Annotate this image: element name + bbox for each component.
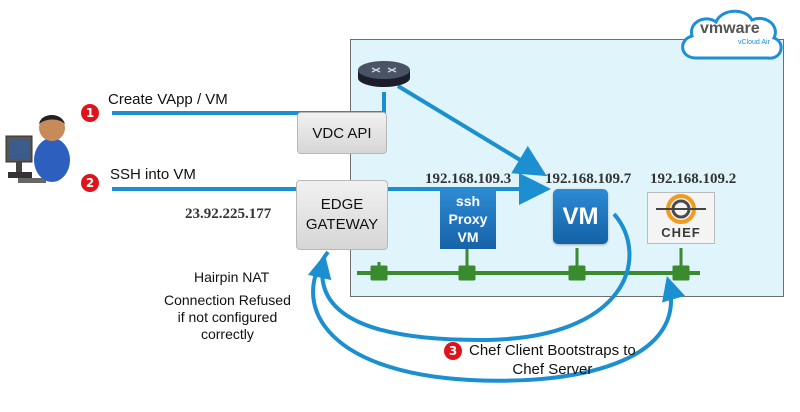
vcloud-cloud-icon	[681, 9, 783, 60]
step-3-label: Chef Client Bootstraps to Chef Server	[469, 342, 636, 378]
router-icon	[358, 61, 410, 87]
ssh-proxy-vm-box: ssh Proxy VM	[440, 189, 496, 249]
vm-ip-label: 192.168.109.7	[545, 171, 632, 187]
vcloud-panel	[350, 39, 784, 297]
public-ip-label: 23.92.225.177	[185, 206, 272, 222]
edge-gateway-label: EDGE GATEWAY	[305, 196, 379, 233]
vm-box: VM	[553, 189, 608, 244]
chef-logo-icon	[656, 194, 706, 224]
hairpin-nat-label: Hairpin NAT	[194, 269, 270, 285]
step-2-label: SSH into VM	[110, 166, 196, 183]
chef-label: CHEF	[661, 225, 701, 240]
step-1-label: Create VApp / VM	[108, 91, 228, 108]
network-taps	[370, 248, 690, 281]
ssh-proxy-ip-label: 192.168.109.3	[425, 171, 512, 187]
vmware-logo-text: vmware	[700, 20, 760, 37]
hairpin-loop-inner	[307, 212, 632, 343]
step-1-marker: 1	[81, 104, 99, 122]
step-3-marker: 3	[444, 342, 462, 360]
ssh-proxy-vm-label: ssh Proxy VM	[448, 193, 488, 245]
user-at-computer-icon	[5, 115, 70, 183]
router-to-vm-arrow	[396, 84, 547, 177]
vdc-api-box: VDC API	[297, 112, 387, 154]
edge-gateway-box: EDGE GATEWAY	[296, 180, 388, 250]
connection-refused-label: Connection Refused if not configured cor…	[164, 292, 291, 342]
chef-server-box: CHEF	[647, 192, 715, 244]
hairpin-loop-outer	[311, 250, 686, 383]
chef-ip-label: 192.168.109.2	[650, 171, 737, 187]
vcloud-air-text: vCloud Air	[738, 39, 770, 46]
step-2-marker: 2	[81, 174, 99, 192]
